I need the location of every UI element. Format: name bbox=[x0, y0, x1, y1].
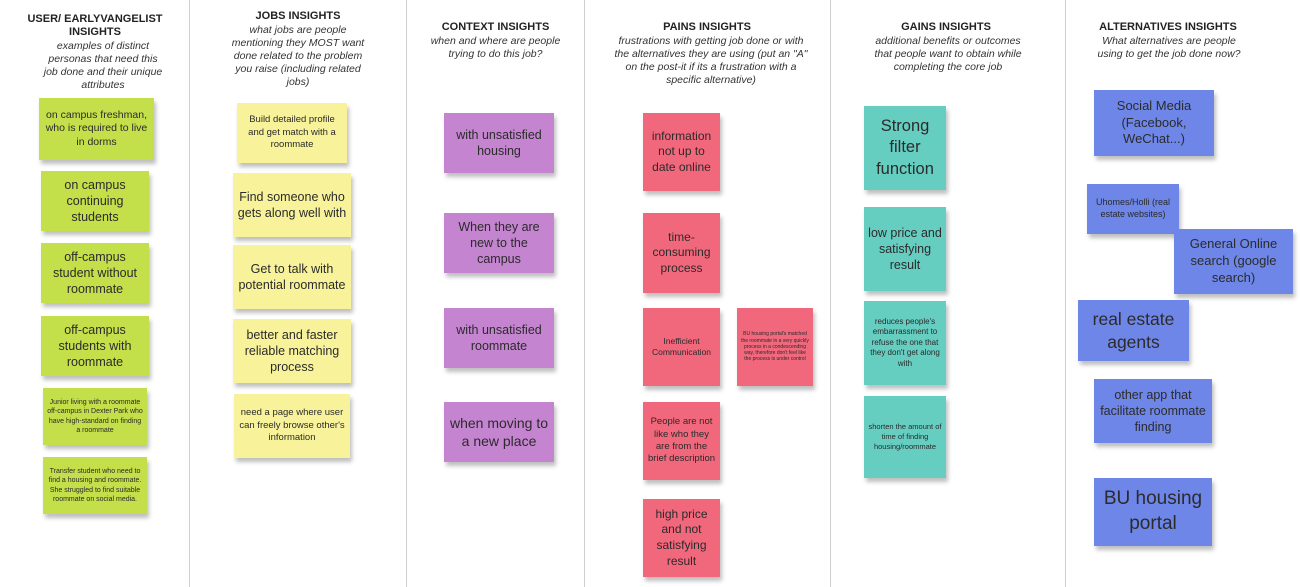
sticky-note[interactable]: reduces people's embarrassment to refuse… bbox=[864, 301, 946, 385]
column-gains: GAINS INSIGHTS additional benefits or ou… bbox=[831, 0, 1066, 587]
sticky-note[interactable]: General Online search (google search) bbox=[1174, 229, 1293, 294]
sticky-note[interactable]: on campus continuing students bbox=[41, 171, 149, 231]
column-title: GAINS INSIGHTS bbox=[901, 21, 991, 33]
sticky-note[interactable]: need a page where user can freely browse… bbox=[234, 394, 350, 458]
column-pains: PAINS INSIGHTS frustrations with getting… bbox=[585, 0, 831, 587]
sticky-note[interactable]: other app that facilitate roommate findi… bbox=[1094, 379, 1212, 443]
sticky-note[interactable]: shorten the amount of time of finding ho… bbox=[864, 396, 946, 478]
column-title: CONTEXT INSIGHTS bbox=[441, 21, 550, 33]
sticky-note[interactable]: low price and satisfying result bbox=[864, 207, 946, 291]
column-jobs: JOBS INSIGHTS what jobs are people menti… bbox=[190, 0, 407, 587]
column-context: CONTEXT INSIGHTS when and where are peop… bbox=[407, 0, 585, 587]
sticky-note[interactable]: Uhomes/Holli (real estate websites) bbox=[1087, 184, 1179, 234]
sticky-note[interactable]: Get to talk with potential roommate bbox=[233, 245, 351, 309]
sticky-note[interactable]: when moving to a new place bbox=[444, 402, 554, 462]
sticky-note[interactable]: Junior living with a roommate off-campus… bbox=[43, 388, 147, 445]
column-title: ALTERNATIVES INSIGHTS bbox=[1099, 21, 1237, 33]
column-subtitle: What alternatives are people using to ge… bbox=[1097, 35, 1241, 60]
sticky-note[interactable]: Strong filter function bbox=[864, 106, 946, 190]
sticky-note[interactable]: on campus freshman, who is required to l… bbox=[39, 98, 154, 160]
sticky-note[interactable]: BU housing portal bbox=[1094, 478, 1212, 546]
column-users: USER/ EARLYVANGELIST INSIGHTS examples o… bbox=[0, 0, 190, 587]
sticky-note[interactable]: Social Media (Facebook, WeChat...) bbox=[1094, 90, 1214, 156]
column-title: USER/ EARLYVANGELIST INSIGHTS bbox=[27, 13, 163, 38]
sticky-note[interactable]: Find someone who gets along well with bbox=[233, 173, 351, 237]
sticky-note[interactable]: high price and not satisfying result bbox=[643, 499, 720, 577]
column-subtitle: examples of distinct personas that need … bbox=[43, 40, 163, 91]
sticky-note[interactable]: BU housing portal's matched the roommate… bbox=[737, 308, 813, 386]
sticky-note[interactable]: better and faster reliable matching proc… bbox=[233, 319, 351, 383]
column-subtitle: when and where are people trying to do t… bbox=[430, 35, 561, 60]
sticky-note[interactable]: time-consuming process bbox=[643, 213, 720, 293]
sticky-note[interactable]: Inefficient Communication bbox=[643, 308, 720, 386]
column-title: JOBS INSIGHTS bbox=[255, 10, 341, 22]
sticky-note[interactable]: off-campus students with roommate bbox=[41, 316, 149, 376]
sticky-note[interactable]: Transfer student who need to find a hous… bbox=[43, 457, 147, 514]
sticky-note[interactable]: Build detailed profile and get match wit… bbox=[237, 103, 347, 163]
sticky-note[interactable]: with unsatisfied roommate bbox=[444, 308, 554, 368]
column-subtitle: additional benefits or outcomes that peo… bbox=[874, 35, 1022, 73]
sticky-note[interactable]: information not up to date online bbox=[643, 113, 720, 191]
sticky-note[interactable]: with unsatisfied housing bbox=[444, 113, 554, 173]
column-subtitle: frustrations with getting job done or wi… bbox=[614, 35, 808, 86]
sticky-note[interactable]: People are not like who they are from th… bbox=[643, 402, 720, 480]
sticky-note[interactable]: off-campus student without roommate bbox=[41, 243, 149, 303]
column-alternatives: ALTERNATIVES INSIGHTS What alternatives … bbox=[1066, 0, 1300, 587]
sticky-note[interactable]: real estate agents bbox=[1078, 300, 1189, 361]
column-title: PAINS INSIGHTS bbox=[663, 21, 751, 33]
column-subtitle: what jobs are people mentioning they MOS… bbox=[231, 24, 365, 88]
sticky-note[interactable]: When they are new to the campus bbox=[444, 213, 554, 273]
